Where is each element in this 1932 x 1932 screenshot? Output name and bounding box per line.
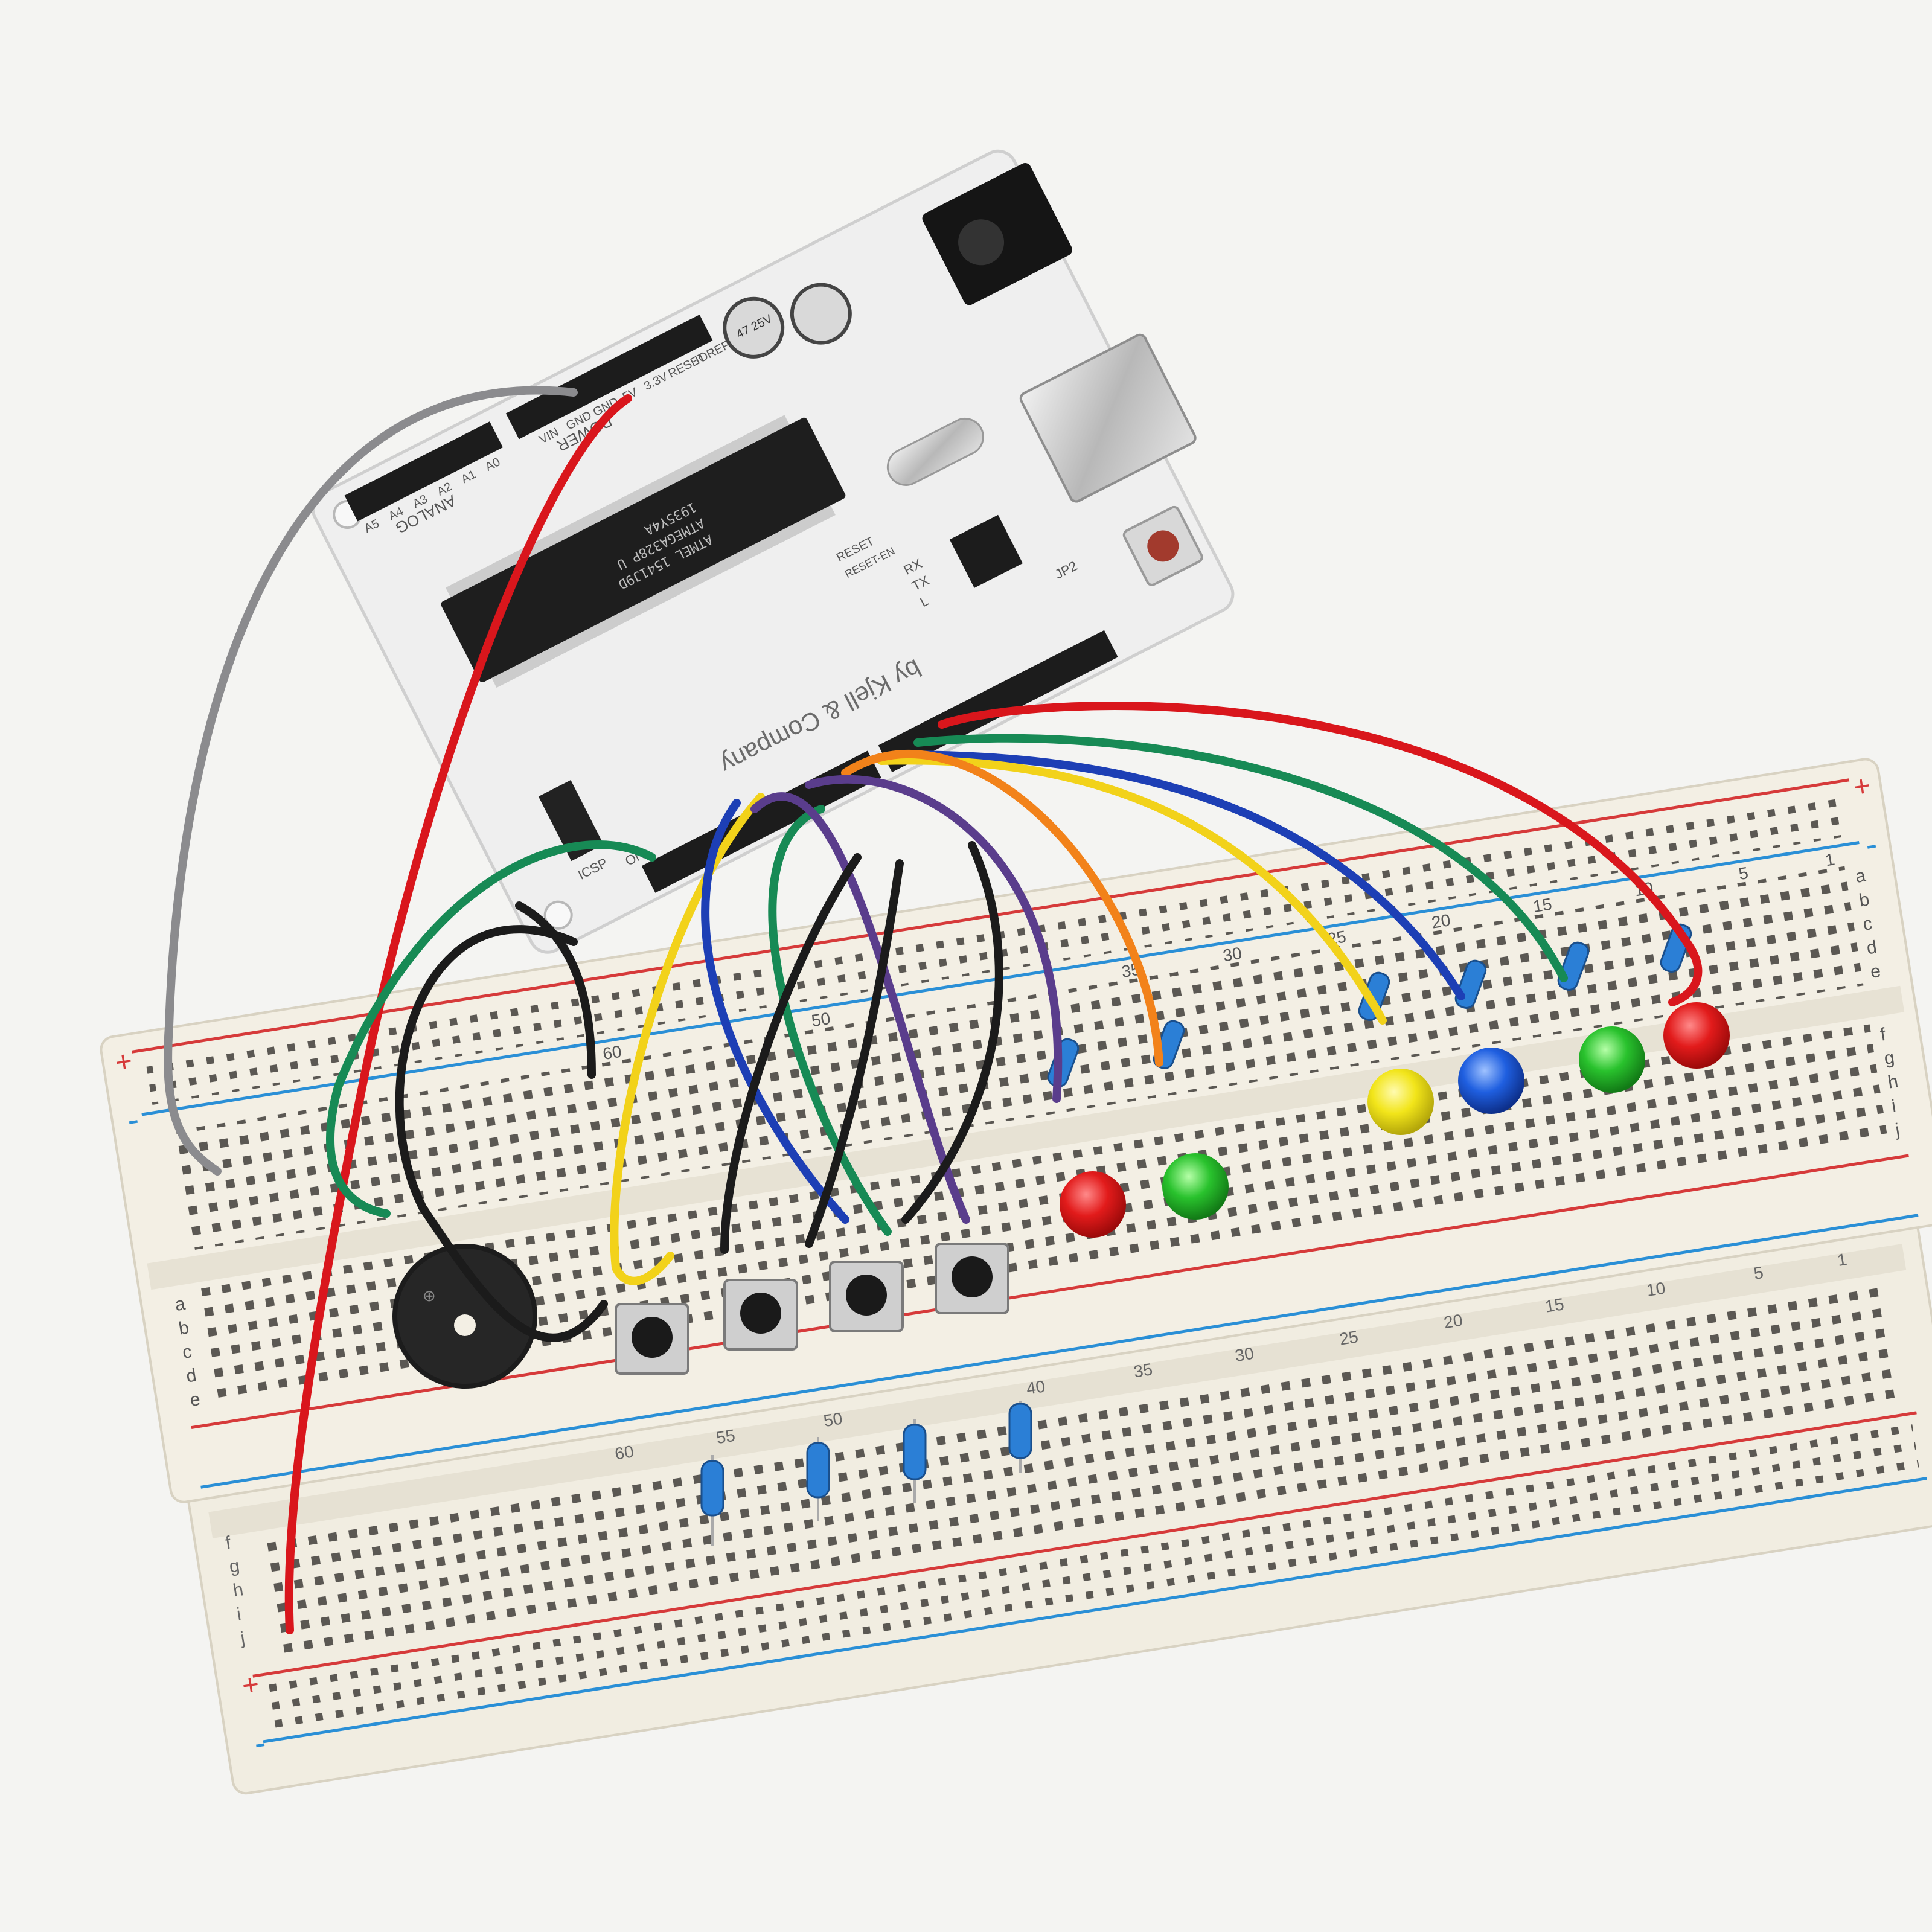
capacitor-1 <box>723 296 785 359</box>
wire-red-led[interactable] <box>938 701 1703 1006</box>
wire-purple-led[interactable] <box>805 775 1063 1103</box>
push-button-3[interactable] <box>829 1261 904 1332</box>
upper-col-15: 15 <box>1532 895 1553 916</box>
upper-col-50: 50 <box>810 1009 832 1030</box>
push-buttons <box>615 1243 1009 1375</box>
upper-row-a: a <box>1854 866 1867 887</box>
wire-green-led[interactable] <box>913 734 1568 982</box>
resistor-2 <box>806 1437 830 1521</box>
usb-port[interactable] <box>1019 333 1197 504</box>
upper-row-letters-left: a b c d e <box>173 1294 202 1410</box>
wire-blue-button[interactable] <box>701 799 849 1224</box>
lower-col-30: 30 <box>1233 1344 1255 1365</box>
capacitor-2 <box>790 283 852 345</box>
resistor-1 <box>700 1455 724 1546</box>
push-button-1[interactable] <box>615 1303 689 1375</box>
digital-header-1 <box>641 750 881 893</box>
lower-col-35: 35 <box>1132 1360 1154 1381</box>
lower-row-h: h <box>232 1579 245 1601</box>
upper-row-e: e <box>1869 961 1882 982</box>
led-blue <box>1458 1048 1524 1114</box>
power-header <box>505 315 713 440</box>
upper-col-30: 30 <box>1221 944 1243 965</box>
led-green-1 <box>1579 1026 1645 1093</box>
lower-col-20: 20 <box>1442 1311 1464 1332</box>
push-button-4[interactable] <box>935 1243 1009 1314</box>
wire-black-rail[interactable] <box>515 901 596 1079</box>
usb-chip <box>949 514 1023 588</box>
wire-black-button-1[interactable] <box>720 853 862 1254</box>
upper-left-row-a: a <box>173 1294 187 1315</box>
led-yellow <box>1367 1069 1434 1135</box>
lower-row-i: i <box>235 1604 243 1625</box>
resistor-3 <box>903 1419 927 1503</box>
upper-row-c: c <box>1861 913 1873 935</box>
lower-col-25: 25 <box>1338 1327 1360 1348</box>
upper-left-row-d: d <box>185 1365 198 1386</box>
crystal <box>886 418 984 486</box>
upper-left-row-c: c <box>181 1342 193 1363</box>
wire-purple-button[interactable] <box>750 792 970 1224</box>
lower-col-15: 15 <box>1544 1294 1566 1316</box>
upper-row-i: i <box>1890 1096 1898 1117</box>
jumper-wires <box>164 386 1703 1634</box>
lower-col-50: 50 <box>822 1409 844 1430</box>
upper-row-g: g <box>1882 1048 1896 1069</box>
piezo-buzzer: ⊕ <box>392 1244 537 1389</box>
upper-left-row-e: e <box>188 1389 202 1410</box>
lower-col-5: 5 <box>1753 1263 1765 1283</box>
atmega-chip <box>441 417 846 683</box>
wire-orange-led[interactable] <box>841 749 1163 1067</box>
led-red-1 <box>1663 1002 1730 1069</box>
led-green-2 <box>1162 1153 1229 1220</box>
upper-row-h: h <box>1887 1071 1900 1092</box>
upper-col-20: 20 <box>1430 910 1452 932</box>
analog-header <box>344 421 503 522</box>
wire-blue-led[interactable] <box>895 750 1465 1000</box>
wire-grey[interactable] <box>164 386 578 1176</box>
wire-green-buzzer[interactable] <box>326 840 656 1218</box>
lower-row-g: g <box>228 1556 241 1577</box>
lower-col-55: 55 <box>715 1426 737 1447</box>
lower-column-numbers: 1 5 10 15 20 25 30 35 40 50 55 60 <box>613 1250 1848 1463</box>
led-red-2 <box>1060 1171 1126 1238</box>
resistor-4 <box>1008 1401 1032 1473</box>
svg-text:⊕: ⊕ <box>423 1287 436 1305</box>
upper-col-5: 5 <box>1738 863 1750 883</box>
lower-col-10: 10 <box>1645 1279 1667 1300</box>
wire-black-button-2[interactable] <box>805 859 904 1248</box>
arduino-board: ATMEL 1541J9D ATMEGA328P U 1935Y4A 47 25… <box>311 149 1235 954</box>
push-button-2[interactable] <box>723 1279 798 1351</box>
icsp-header <box>538 779 604 862</box>
wire-black-button-3[interactable] <box>901 841 1003 1224</box>
upper-row-b: b <box>1858 889 1871 910</box>
upper-col-1: 1 <box>1824 849 1836 869</box>
wire-red-power[interactable] <box>284 394 632 1634</box>
leds <box>1060 1002 1730 1238</box>
upper-row-d: d <box>1865 937 1878 958</box>
upper-col-60: 60 <box>601 1042 623 1063</box>
wire-black-buzzer[interactable] <box>395 925 608 1342</box>
lower-col-1: 1 <box>1836 1250 1848 1270</box>
lower-col-60: 60 <box>613 1442 635 1463</box>
wire-yellow-led[interactable] <box>877 756 1387 1025</box>
wire-yellow-button[interactable] <box>610 793 765 1285</box>
wire-green-button[interactable] <box>768 805 892 1236</box>
upper-left-row-b: b <box>178 1317 191 1339</box>
lower-col-40: 40 <box>1025 1377 1047 1398</box>
